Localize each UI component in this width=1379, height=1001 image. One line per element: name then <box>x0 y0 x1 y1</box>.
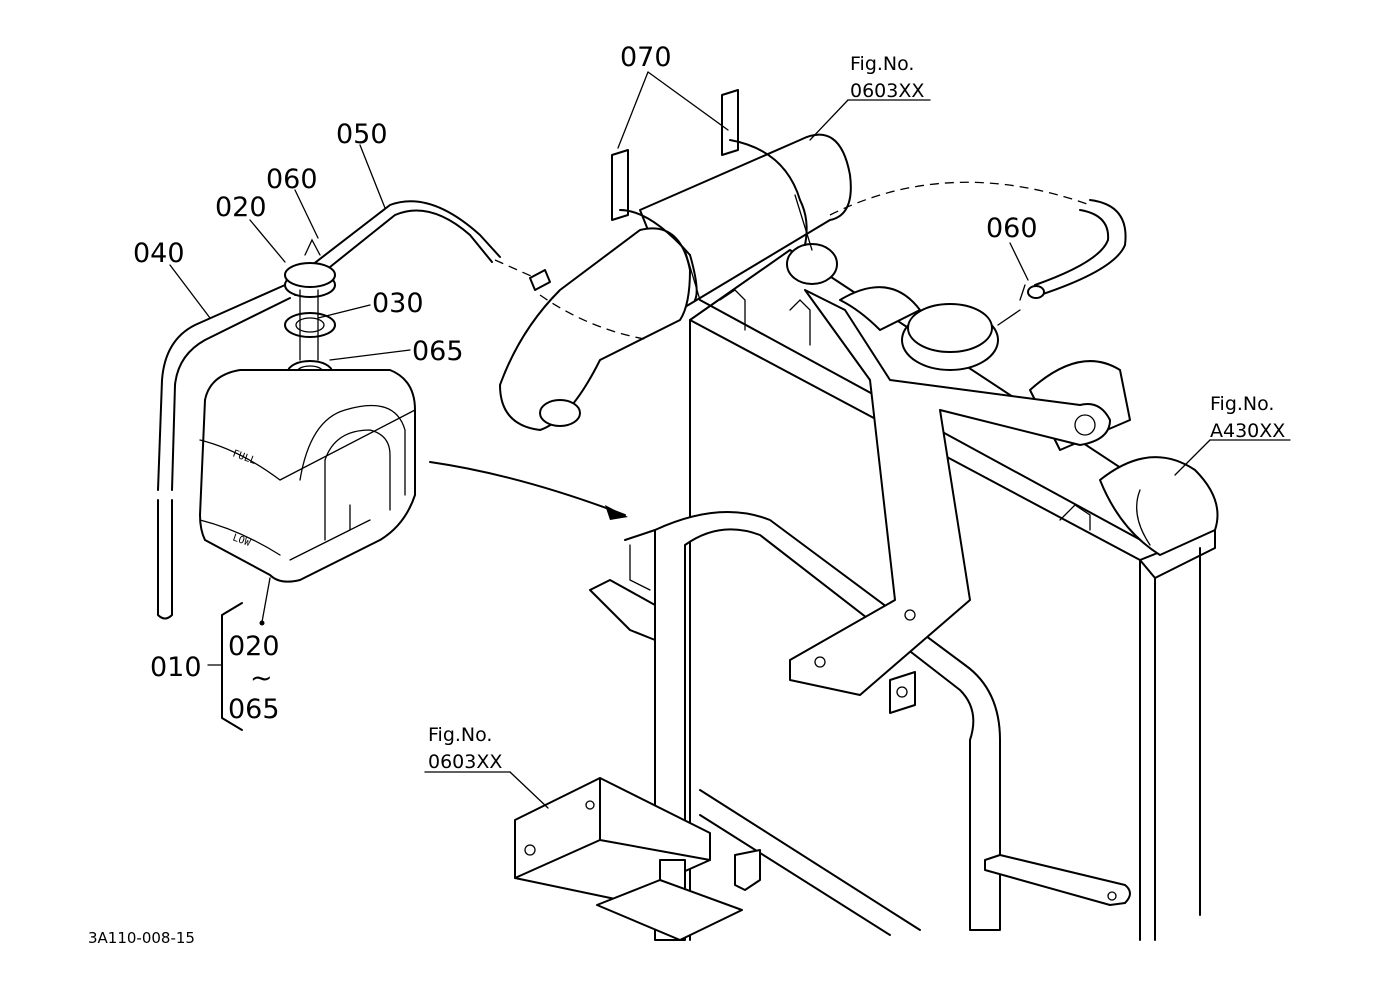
fig-ref-bottom-label: Fig.No. <box>428 724 492 746</box>
callout-060-left: 060 <box>266 164 318 195</box>
callout-range-end: 065 <box>228 694 280 725</box>
fig-ref-right-value: A430XX <box>1210 420 1285 442</box>
callout-range-sep: ~ <box>250 663 273 694</box>
part-070-band <box>611 89 801 256</box>
callout-010: 010 <box>150 652 202 683</box>
fig-ref-top-label: Fig.No. <box>850 53 914 75</box>
leader-lines <box>169 71 1291 809</box>
assembly-bracket <box>207 602 243 731</box>
callout-range-start: 020 <box>228 631 280 662</box>
callout-030: 030 <box>372 288 424 319</box>
fig-ref-top-value: 0603XX <box>850 80 924 102</box>
fig-ref-right-label: Fig.No. <box>1210 393 1274 415</box>
radiator-cap <box>901 303 1021 371</box>
fig-ref-bottom-value: 0603XX <box>428 751 502 773</box>
air-cleaner <box>499 133 852 431</box>
callout-labels: 070 050 060 020 040 030 065 060 010 020 … <box>133 42 1038 725</box>
callout-070: 070 <box>620 42 672 73</box>
callout-050: 050 <box>336 119 388 150</box>
callout-060-right: 060 <box>986 213 1038 244</box>
callout-040: 040 <box>133 238 185 269</box>
overflow-hose-radiator <box>829 181 1127 301</box>
drawing-code: 3A110-008-15 <box>88 929 195 947</box>
callout-065: 065 <box>412 336 464 367</box>
figure-references: Fig.No. 0603XX Fig.No. A430XX Fig.No. 06… <box>428 53 1285 773</box>
install-arrow <box>429 461 628 520</box>
callout-020: 020 <box>215 192 267 223</box>
frame-stand <box>514 777 743 941</box>
reserve-tank-group <box>157 200 551 620</box>
brace-bracket <box>786 243 1111 696</box>
